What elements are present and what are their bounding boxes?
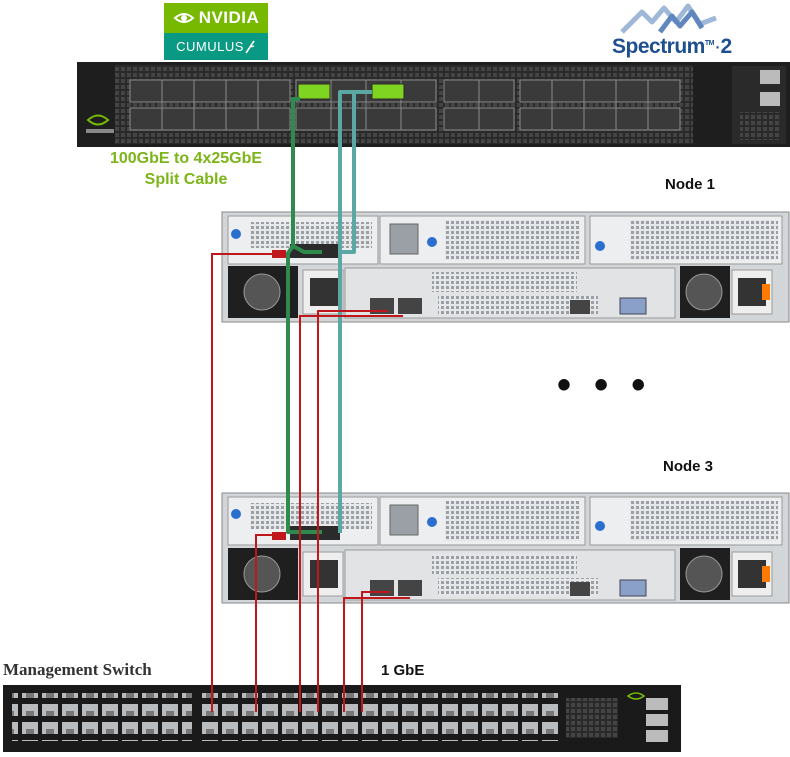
split-cable-label: 100GbE to 4x25GbE Split Cable xyxy=(92,148,280,190)
nvidia-badge-icon xyxy=(86,114,114,133)
gbe-label: 1 GbE xyxy=(381,662,425,679)
mgmt-sfp-ports xyxy=(566,698,618,738)
node3-server xyxy=(221,492,790,604)
node1-server xyxy=(221,211,790,323)
nvidia-eye-icon xyxy=(173,13,195,23)
spectrum-word: Spectrum xyxy=(612,35,705,58)
mgmt-ports-17-32 xyxy=(198,693,378,741)
spectrum-tm: TM xyxy=(704,40,715,47)
spectrum-switch xyxy=(77,62,790,147)
qsfp-port-green-cable xyxy=(297,83,331,100)
node1-label: Node 1 xyxy=(665,176,716,193)
mgmt-cable-node3-idrac xyxy=(255,534,273,712)
spectrum-switch-mgmt-panel xyxy=(732,66,786,144)
spectrum-sep: · xyxy=(713,35,721,58)
node3-label: Node 3 xyxy=(663,458,714,475)
green-split-cable-node3 xyxy=(286,244,322,534)
split-cable-label-line1: 100GbE to 4x25GbE xyxy=(109,150,263,167)
spectrum-suffix: 2 xyxy=(720,35,732,58)
mgmt-ports-1-16 xyxy=(12,693,192,741)
spectrum-2-logo: SpectrumTM·2 xyxy=(612,2,732,60)
mgmt-cable-node1-a xyxy=(299,315,403,712)
mgmt-cable-node3-a xyxy=(343,597,410,712)
mgmt-cable-node1-b xyxy=(317,310,388,712)
nvidia-cumulus-logo: NVIDIA CUMULUS xyxy=(164,3,268,60)
split-cable-label-line2: Split Cable xyxy=(144,171,228,188)
split-cables xyxy=(286,90,372,534)
mgmt-cable-node3-b xyxy=(361,591,390,712)
mgmt-nvidia-icon xyxy=(626,692,646,700)
mgmt-cable-node1-idrac xyxy=(211,253,273,712)
teal-split-cable-node3 xyxy=(338,90,354,533)
management-switch-label: Management Switch xyxy=(3,660,152,679)
cumulus-logo-text: CUMULUS xyxy=(176,39,244,54)
nvidia-logo-text: NVIDIA xyxy=(198,8,260,27)
spectrum-switch-grille xyxy=(115,65,693,144)
management-cables xyxy=(211,253,410,712)
cumulus-leaf-icon xyxy=(245,40,255,53)
qsfp-port-teal-cable xyxy=(371,83,405,100)
teal-split-cable-node1 xyxy=(340,90,372,254)
spectrum-logo-text: SpectrumTM·2 xyxy=(612,35,732,59)
mgmt-ports-33-48 xyxy=(382,693,562,741)
nvidia-logo: NVIDIA xyxy=(164,3,268,33)
cumulus-logo: CUMULUS xyxy=(164,33,268,60)
management-switch xyxy=(3,685,681,752)
spectrum-wave-icon xyxy=(620,3,717,34)
